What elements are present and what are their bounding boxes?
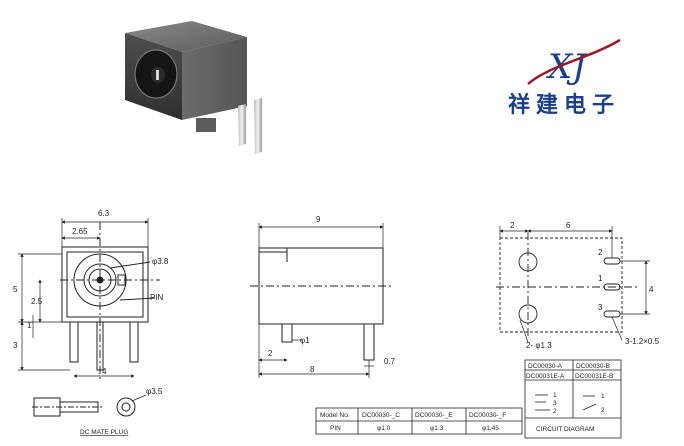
circuit-left-pin-3: 3 — [553, 400, 557, 407]
circuit-diagram — [524, 359, 622, 439]
mate-plug-dia-label: φ3.5 — [146, 387, 163, 396]
fp-slot-spec: 3-1.2×0.5 — [625, 337, 660, 346]
logo-mark: XJ — [545, 47, 588, 87]
mate-plug-label: DC MATE PLUG — [80, 429, 128, 436]
fp-span-label: 6 — [566, 221, 571, 230]
fp-offset-label: 2 — [510, 221, 515, 230]
circuit-model-c: DC00031E-A — [526, 373, 565, 380]
product-photo — [125, 21, 262, 154]
dim-pin-width-label: 0.7 — [384, 357, 396, 366]
dim-pin-length-label: 3 — [13, 341, 18, 350]
dim-center-offset-label: 2.65 — [72, 227, 88, 236]
side-view-drawing — [250, 247, 392, 361]
pin-table-value-c: φ1.0 — [377, 425, 391, 432]
circuit-left-pin-2: 2 — [553, 408, 557, 415]
side-view-dimensions — [258, 223, 384, 378]
dim-width-label: 6.3 — [98, 209, 110, 218]
circuit-right-pin-1: 1 — [601, 393, 605, 400]
front-view-drawing — [60, 222, 160, 380]
fp-hole-spec: 2- φ1.3 — [526, 341, 552, 350]
pin-table-row-label: PIN — [330, 425, 341, 432]
pin-table-value-f: φ1.45 — [482, 425, 499, 432]
pin-table-header-e: DC00030-_E — [415, 412, 453, 419]
mate-plug-drawing — [32, 394, 147, 417]
front-view-dimensions — [18, 218, 149, 378]
circuit-model-a: DC00030-A — [528, 363, 563, 370]
dim-pin-pitch-label: 8 — [310, 365, 315, 374]
footprint-dimensions — [499, 226, 650, 343]
circuit-left-pin-1: 1 — [553, 392, 557, 399]
pin-label: PIN — [150, 293, 164, 302]
circuit-right-pin-2: 2 — [601, 407, 605, 414]
circuit-diagram-title: CIRCUIT DIAGRAM — [536, 426, 594, 433]
dim-pin-offset-label: 2 — [268, 349, 273, 358]
pin-table-value-e: φ1.3 — [430, 425, 444, 432]
fp-vertical-label: 4 — [649, 285, 654, 294]
pin-table-header-c: DC00030-_C — [362, 412, 400, 419]
pin-table — [315, 407, 523, 435]
footprint-drawing — [496, 232, 640, 336]
brand-logo: XJ 祥建电子 — [508, 38, 621, 118]
dim-center-height-label: 2.5 — [31, 297, 43, 306]
circuit-model-b: DC00030-B — [576, 363, 610, 370]
dim-step-label: 1 — [27, 321, 32, 330]
fp-pin-2: 2 — [598, 248, 603, 257]
dim-length-label: 9 — [316, 215, 321, 224]
pin-table-header-f: DC00030-_F — [469, 412, 506, 419]
dim-pin-spacing-label: 4 — [102, 367, 107, 376]
fp-pin-3: 3 — [598, 303, 603, 312]
dim-height-label: 5 — [13, 285, 18, 294]
company-name: 祥建电子 — [508, 92, 620, 118]
fp-pin-1: 1 — [598, 274, 603, 283]
dim-pin-thick-label: φ1 — [300, 336, 310, 345]
pin-table-header-model: Model No. — [320, 412, 350, 419]
dim-hole-dia-label: φ3.8 — [152, 257, 169, 266]
circuit-model-d: DC00031E-B — [575, 373, 613, 380]
